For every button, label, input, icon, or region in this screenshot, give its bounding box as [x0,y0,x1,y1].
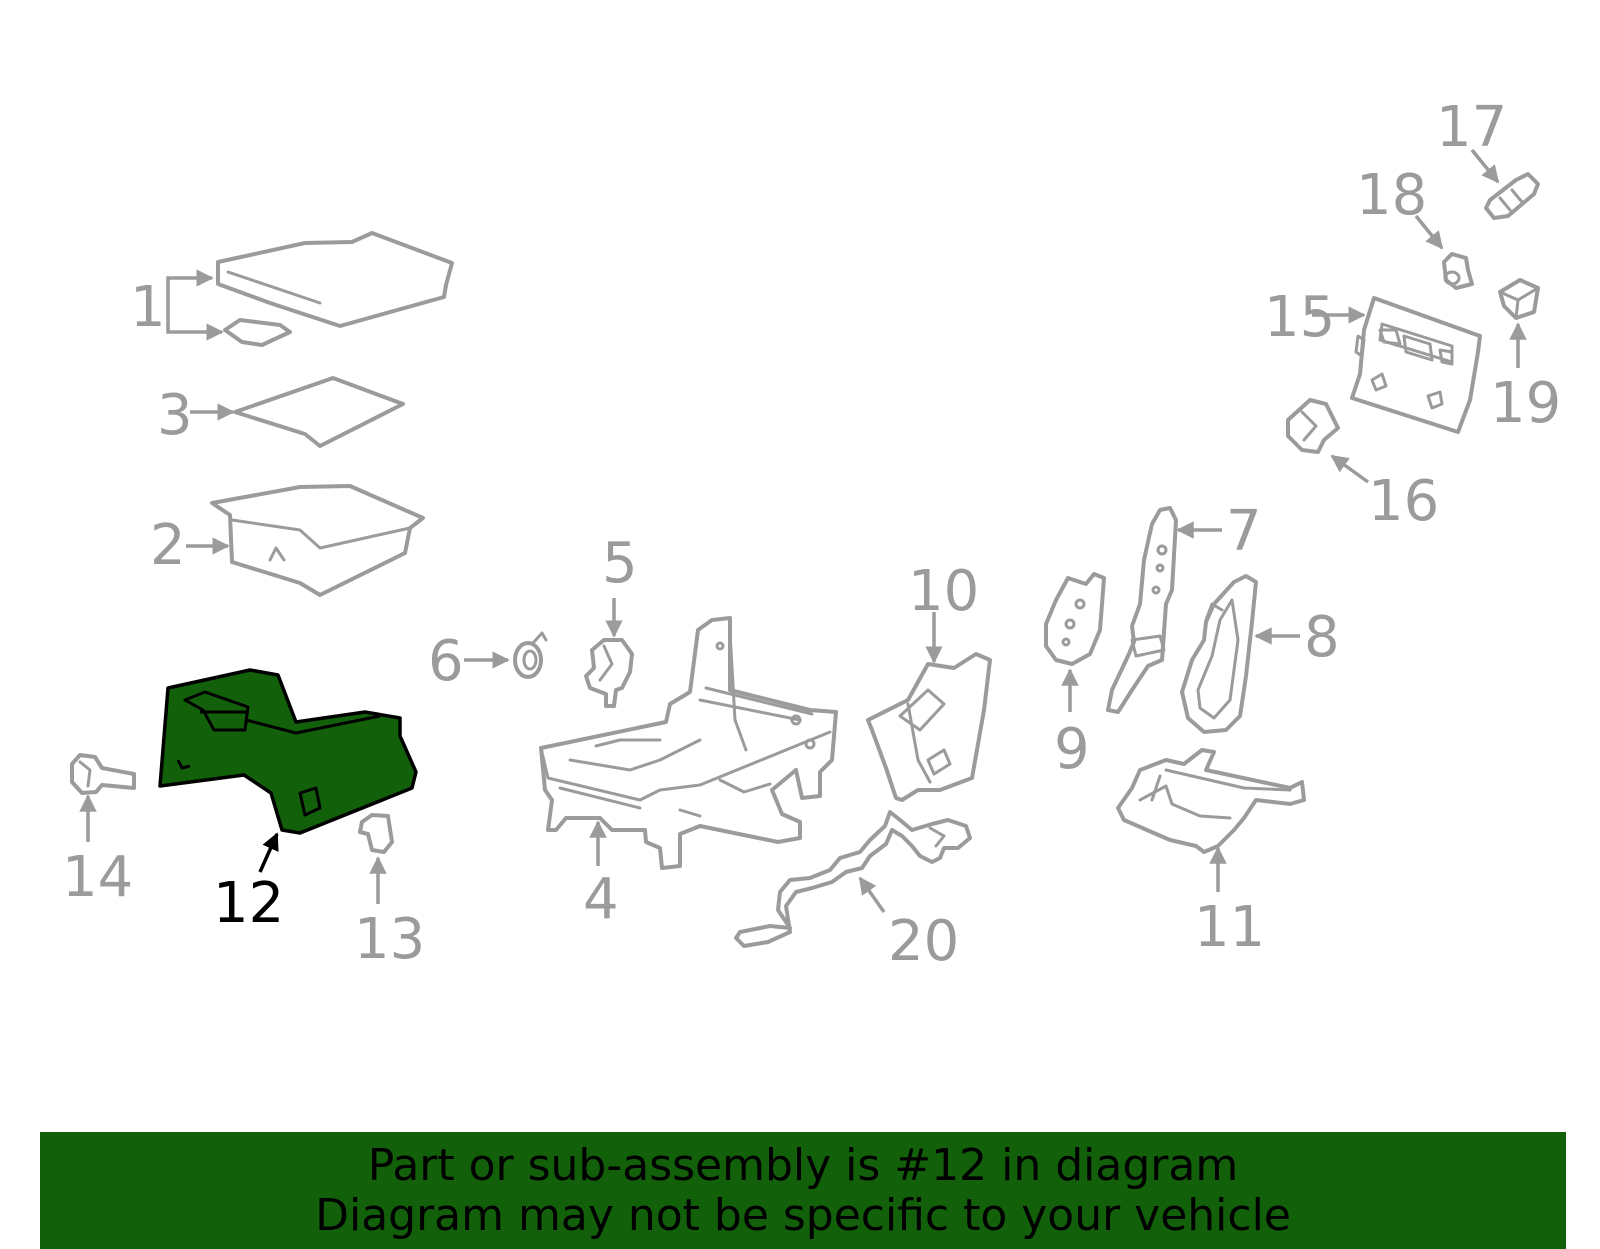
callout-1-leader [166,269,224,341]
part-13-clip[interactable] [358,813,394,854]
banner-line-1: Part or sub-assembly is #12 in diagram [367,1139,1239,1191]
callout-label-11[interactable]: 11 [1194,895,1265,960]
callout-label-4[interactable]: 4 [583,867,619,932]
callout-label-16[interactable]: 16 [1368,469,1439,534]
callout-18-leader [1414,214,1444,250]
callout-label-10[interactable]: 10 [908,559,979,624]
part-6-grommet[interactable] [513,631,548,679]
part-15-bezel[interactable] [1350,296,1482,434]
callout-label-1[interactable]: 1 [130,275,166,340]
callout-label-5[interactable]: 5 [602,531,638,596]
callout-label-6[interactable]: 6 [428,629,464,694]
info-banner: Part or sub-assembly is #12 in diagram D… [40,1132,1566,1249]
part-5-bracket[interactable] [584,638,634,708]
part-10-cover[interactable] [866,652,992,802]
part-3-pad[interactable] [233,376,405,448]
callout-label-8[interactable]: 8 [1304,605,1340,670]
part-11-track[interactable] [1116,748,1306,854]
part-17-screw[interactable] [1484,172,1540,220]
callout-label-15[interactable]: 15 [1264,285,1335,350]
part-9-plate[interactable] [1044,572,1106,666]
part-7-arm[interactable] [1106,506,1178,714]
callout-label-7[interactable]: 7 [1226,499,1262,564]
callout-label-14[interactable]: 14 [62,845,133,910]
callout-label-19[interactable]: 19 [1490,371,1561,436]
part-20-harness[interactable] [734,810,972,948]
part-2-bin[interactable] [210,484,425,597]
callout-20-leader [858,876,886,914]
banner-line-2: Diagram may not be specific to your vehi… [315,1189,1291,1241]
callout-label-12[interactable]: 12 [213,871,284,936]
part-4-seat-frame[interactable] [539,616,838,870]
part-12-highlighted-panel[interactable] [158,668,418,835]
callout-16-leader [1330,454,1370,484]
callout-label-18[interactable]: 18 [1356,163,1427,228]
part-8-side-cover[interactable] [1180,574,1258,734]
callout-label-2[interactable]: 2 [150,513,186,578]
callout-label-20[interactable]: 20 [888,909,959,974]
part-19-cap[interactable] [1498,278,1540,320]
callout-label-3[interactable]: 3 [157,383,193,448]
part-18-nut[interactable] [1442,252,1474,290]
part-16-clip[interactable] [1286,398,1340,454]
callout-label-13[interactable]: 13 [354,907,425,972]
callout-12-leader [258,832,279,873]
callout-label-9[interactable]: 9 [1054,717,1090,782]
part-1-lid[interactable] [216,231,454,347]
callout-label-17[interactable]: 17 [1436,95,1507,160]
part-14-bolt[interactable] [70,753,136,795]
callout-17-leader [1470,148,1500,184]
